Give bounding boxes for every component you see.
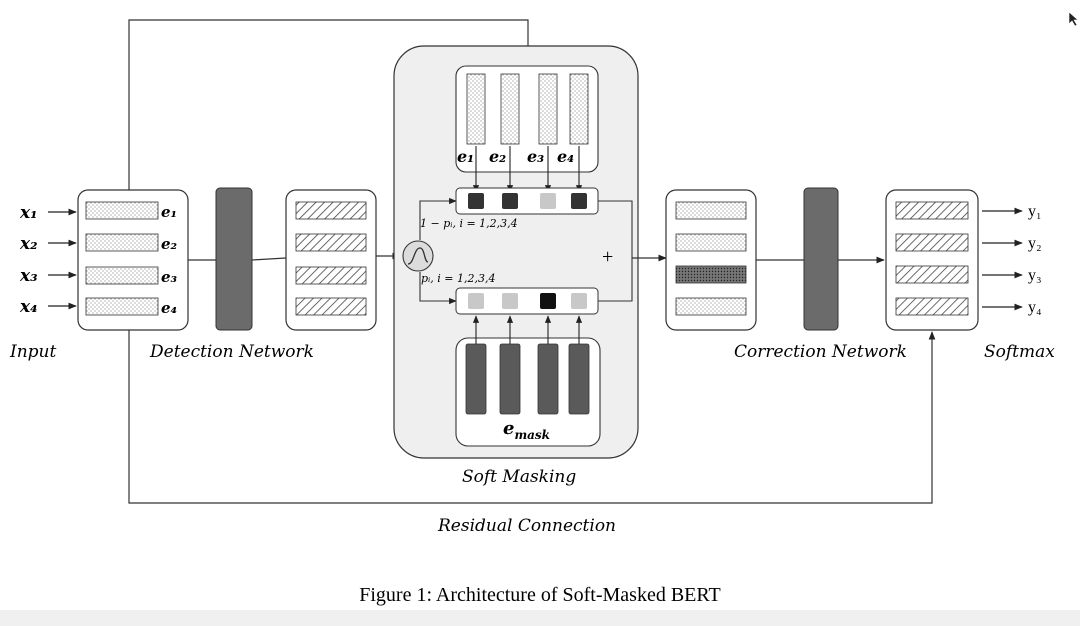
mask-embedding-columns <box>465 343 590 415</box>
e-label: e₄ <box>161 299 177 317</box>
correction-input-bars <box>675 201 747 316</box>
detection-output-bars <box>295 201 367 316</box>
e-label: e₁ <box>161 203 177 221</box>
correction-network-block <box>803 187 839 331</box>
mask-to-cells-arrows <box>472 315 583 344</box>
lower-formula: pᵢ, i = 1,2,3,4 <box>421 272 495 285</box>
plus-sign: + <box>602 246 613 268</box>
y-label: y₂ <box>1028 235 1042 252</box>
softmax-output-bars <box>895 201 969 316</box>
e-label: e₁ <box>457 147 474 166</box>
sigmoid-node <box>402 240 434 272</box>
bottom-bar <box>0 610 1080 626</box>
detection-network-block <box>215 187 253 331</box>
x-label: x₁ <box>19 203 38 223</box>
top-to-cells-arrows <box>472 146 583 193</box>
detection-output-box <box>285 189 377 331</box>
soft-masking-embedding-columns <box>466 73 589 145</box>
input-to-soft-masking-line <box>128 19 532 190</box>
y-label: y₄ <box>1028 299 1042 316</box>
detection-network-label: Detection Network <box>149 342 314 362</box>
e-labels: e₁ e₂ e₃ e₄ <box>161 203 178 317</box>
softmax-label: Softmax <box>984 342 1055 362</box>
e-label: e₃ <box>527 147 544 166</box>
soft-masking-embeddings-box <box>455 65 599 173</box>
mask-embedding-box <box>455 337 601 447</box>
x-label: x₃ <box>19 266 38 286</box>
e-label: e₃ <box>161 268 178 286</box>
lower-cells <box>468 293 587 309</box>
softmax-output-box <box>885 189 979 331</box>
top-e-labels: e₁ e₂ e₃ e₄ <box>457 147 574 166</box>
residual-connection-label: Residual Connection <box>437 516 616 536</box>
upper-formula: 1 − pᵢ, i = 1,2,3,4 <box>420 217 518 230</box>
sigmoid-lower-branch <box>419 272 457 305</box>
e-label: e₂ <box>489 147 506 166</box>
lower-merge-line <box>598 258 633 302</box>
y-labels: y₁ y₂ y₃ y₄ <box>1028 203 1042 316</box>
upper-merge-line <box>598 200 633 258</box>
sigmoid-icon <box>407 247 429 265</box>
mouse-cursor-icon <box>1068 11 1079 27</box>
output-arrows <box>982 207 1023 311</box>
y-label: y₃ <box>1028 267 1042 284</box>
x-label: x₄ <box>19 297 38 317</box>
residual-connection-line <box>128 330 936 504</box>
e-label: e₄ <box>557 147 574 166</box>
figure-caption: Figure 1: Architecture of Soft-Masked BE… <box>359 584 721 606</box>
input-embedding-bars <box>85 201 159 316</box>
x-labels: x₁ x₂ x₃ x₄ <box>19 203 38 317</box>
mask-label: emask <box>503 418 550 442</box>
y-label: y₁ <box>1028 203 1042 220</box>
input-label: Input <box>9 342 56 362</box>
input-arrows <box>48 208 77 310</box>
upper-cells <box>468 193 587 209</box>
x-label: x₂ <box>19 234 38 254</box>
sigmoid-upper-branch <box>419 197 457 240</box>
e-label: e₂ <box>161 235 178 253</box>
soft-masking-label: Soft Masking <box>462 467 576 487</box>
correction-network-label: Correction Network <box>734 342 907 362</box>
